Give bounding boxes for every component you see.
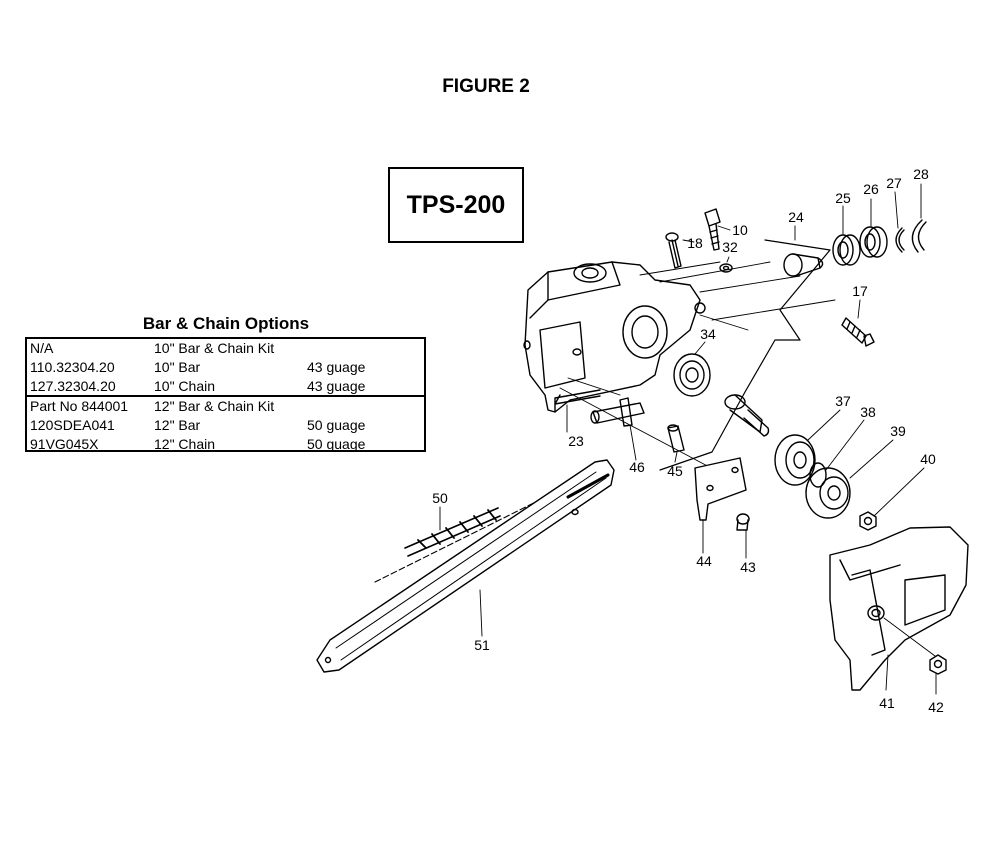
shaft-group-bracket [659, 239, 831, 471]
adjuster-part-46 [590, 397, 645, 427]
guide-bar-part-51 [316, 459, 615, 673]
part-gauge: 50 guage [307, 436, 366, 452]
part-gauge: 43 guage [307, 378, 366, 394]
part-number: 91VG045X [30, 436, 99, 452]
adjuster-part-45 [667, 424, 685, 453]
housing-guide-lines [559, 261, 836, 471]
callout-42: 42 [928, 699, 944, 715]
callout-51: 51 [474, 637, 490, 653]
callout-34: 34 [700, 326, 716, 342]
table-row: N/A 10" Bar & Chain Kit [27, 339, 424, 358]
callout-labels: 10 17 18 23 24 25 26 27 28 32 34 37 38 3… [432, 166, 944, 715]
callout-39: 39 [890, 423, 906, 439]
callout-38: 38 [860, 404, 876, 420]
drive-shaft-part [724, 394, 770, 437]
nut-part-42 [929, 654, 947, 675]
leader-lines [439, 183, 937, 695]
callout-10: 10 [732, 222, 748, 238]
bearing-part-25 [832, 234, 861, 266]
callout-41: 41 [879, 695, 895, 711]
part-description: 10" Bar & Chain Kit [154, 340, 275, 356]
callout-37: 37 [835, 393, 851, 409]
part-number: 110.32304.20 [30, 359, 115, 375]
options-group-10in: N/A 10" Bar & Chain Kit 110.32304.20 10"… [27, 339, 424, 395]
part-gauge: 43 guage [307, 359, 366, 375]
bolt-part-10 [704, 208, 721, 251]
callout-50: 50 [432, 490, 448, 506]
callout-25: 25 [835, 190, 851, 206]
shaft-part [783, 253, 824, 277]
ring-part-27 [895, 227, 905, 253]
screw-part-43a [736, 513, 750, 531]
nut-part-40 [859, 511, 877, 531]
callout-44: 44 [696, 553, 712, 569]
part-description: 12" Chain [154, 436, 216, 452]
bearing-part-34 [673, 353, 711, 397]
washer-part-38 [809, 462, 827, 488]
part-description: 10" Bar [154, 359, 201, 375]
screw-part-18 [665, 232, 682, 269]
callout-24: 24 [788, 209, 804, 225]
drive-part-39 [805, 467, 851, 519]
callout-26: 26 [863, 181, 879, 197]
callout-23: 23 [568, 433, 584, 449]
plate-part-44 [694, 457, 747, 521]
part-number: Part No 844001 [30, 398, 129, 414]
options-title: Bar & Chain Options [142, 314, 310, 333]
part-description: 12" Bar [154, 417, 201, 433]
table-row: Part No 844001 12" Bar & Chain Kit [27, 397, 424, 416]
callout-43-plate: 43 [740, 559, 756, 575]
table-row: 91VG045X 12" Chain 50 guage [27, 435, 424, 454]
part-description: 12" Bar & Chain Kit [154, 398, 275, 414]
bolt-part-17 [841, 317, 875, 347]
part-description: 10" Chain [154, 378, 216, 394]
sprocket-part-37 [774, 434, 816, 486]
callout-27: 27 [886, 175, 902, 191]
table-row: 127.32304.20 10" Chain 43 guage [27, 377, 424, 396]
part-number: N/A [30, 340, 54, 356]
options-group-12in: Part No 844001 12" Bar & Chain Kit 120SD… [27, 395, 424, 454]
ring-part-28 [911, 219, 927, 253]
cover-guide-line [883, 617, 936, 657]
callout-40: 40 [920, 451, 936, 467]
bearing-part-26 [859, 226, 888, 258]
part-number: 127.32304.20 [30, 378, 116, 394]
callout-32: 32 [722, 239, 738, 255]
figure-title: FIGURE 2 [442, 76, 530, 97]
part-gauge: 50 guage [307, 417, 366, 433]
callout-18: 18 [687, 235, 703, 251]
callout-28: 28 [913, 166, 929, 182]
part-number: 120SDEA041 [30, 417, 115, 433]
callout-17: 17 [852, 283, 868, 299]
callout-46: 46 [629, 459, 645, 475]
table-row: 120SDEA041 12" Bar 50 guage [27, 416, 424, 435]
callout-45: 45 [667, 463, 683, 479]
options-table: N/A 10" Bar & Chain Kit 110.32304.20 10"… [25, 337, 426, 452]
table-row: 110.32304.20 10" Bar 43 guage [27, 358, 424, 377]
gear-housing-part [523, 261, 706, 413]
sprocket-cover-part-41 [829, 526, 969, 691]
model-label: TPS-200 [388, 167, 524, 243]
washer-part-32 [719, 263, 733, 273]
